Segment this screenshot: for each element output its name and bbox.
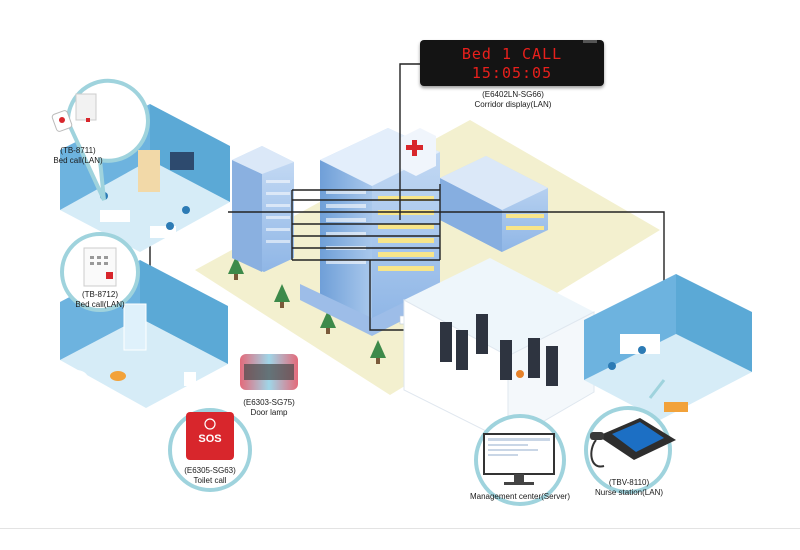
management-center-label: Management center(Server) <box>468 492 572 502</box>
callout-nurse-station <box>584 406 676 494</box>
server-room <box>403 258 595 443</box>
display-mount <box>583 40 597 43</box>
corridor-display-model: (E6402LN-SG66) <box>482 90 544 99</box>
bed-call-2-label: (TB-8712) Bed call(LAN) <box>64 290 136 310</box>
callout-management-center <box>474 414 566 506</box>
callout-bed-call-1 <box>51 78 150 201</box>
callout-bed-call-2 <box>60 232 140 312</box>
bed-call-2-caption: Bed call(LAN) <box>75 300 125 309</box>
sos-label: SOS <box>198 433 221 445</box>
nurse-station-label: (TBV-8110) Nurse station(LAN) <box>588 478 670 498</box>
bottom-divider <box>0 528 800 529</box>
nurse-station-model: (TBV-8110) <box>608 478 650 487</box>
corridor-display-label: (E6402LN-SG66) Corridor display(LAN) <box>468 90 558 110</box>
nurse-station-caption: Nurse station(LAN) <box>594 488 664 497</box>
corridor-display: Bed 1 CALL 15:05:05 <box>420 40 604 86</box>
annex-building-right <box>440 156 548 252</box>
bed-call-1-caption: Bed call(LAN) <box>53 156 103 165</box>
bed-call-2-model: (TB-8712) <box>81 290 118 299</box>
door-lamp-caption: Door lamp <box>250 408 288 417</box>
side-building-left <box>232 146 294 272</box>
toilet-call-caption: Toilet call <box>193 476 227 485</box>
toilet-call-model: (E6305-SG63) <box>184 466 236 475</box>
bed-call-1-label: (TB-8711) Bed call(LAN) <box>42 146 114 166</box>
corridor-display-line-2: 15:05:05 <box>471 64 553 82</box>
trees <box>228 256 386 364</box>
corridor-display-caption: Corridor display(LAN) <box>474 100 552 109</box>
door-lamp-device <box>240 354 298 390</box>
management-center-caption: Management center(Server) <box>469 492 571 501</box>
toilet-call-label: (E6305-SG63) Toilet call <box>172 466 248 486</box>
door-lamp-model: (E6303-SG75) <box>243 398 295 407</box>
nurse-station-room <box>584 274 752 420</box>
main-hospital-tower <box>300 128 470 336</box>
bed-call-1-model: (TB-8711) <box>60 146 96 155</box>
callout-toilet-call: SOS <box>168 408 252 492</box>
door-lamp-label: (E6303-SG75) Door lamp <box>232 398 306 418</box>
corridor-display-line-1: Bed 1 CALL <box>461 45 563 63</box>
